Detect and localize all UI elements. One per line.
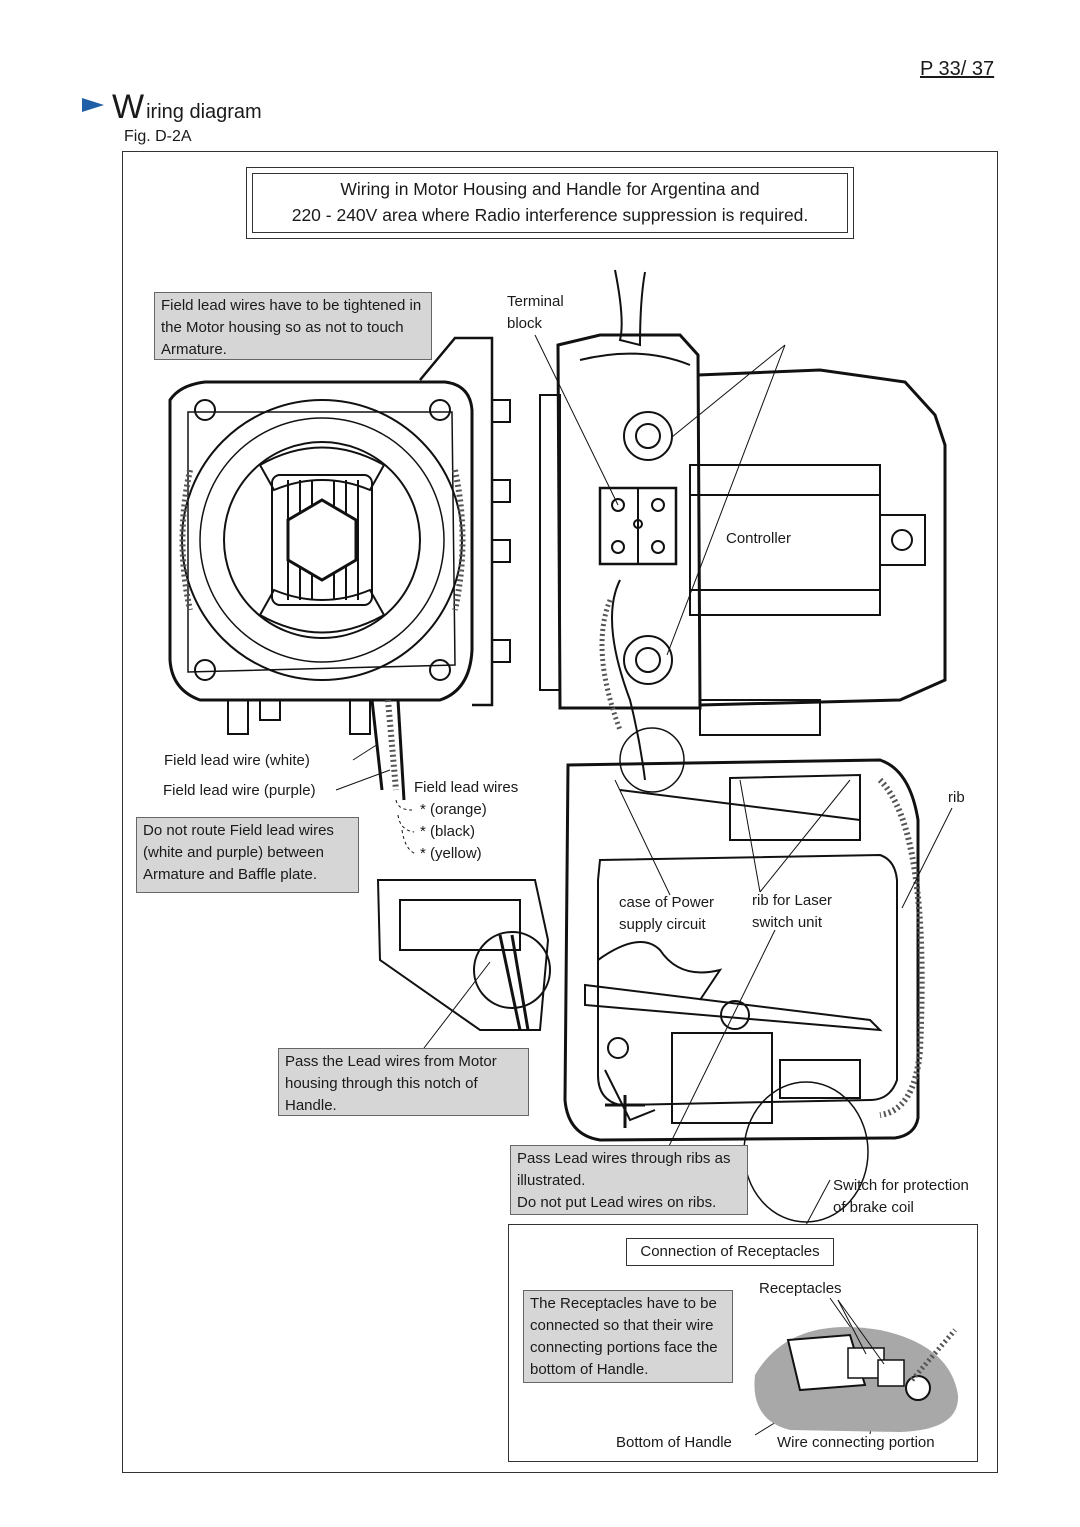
label-orange: * (orange) — [420, 801, 487, 818]
title-line-1: Wiring in Motor Housing and Handle for A… — [340, 179, 760, 199]
label-field-lead-wires: Field lead wires — [414, 779, 519, 796]
note-do-not-route: Do not route Field lead wires (white and… — [136, 817, 359, 893]
notch-detail-drawing — [376, 879, 551, 1031]
label-rib: rib — [948, 789, 965, 806]
page-number: P 33/ 37 — [920, 58, 995, 80]
note-pass-lead-notch: Pass the Lead wires from Motor housing t… — [278, 1048, 529, 1116]
label-bottom-of-handle: Bottom of Handle — [616, 1434, 732, 1451]
label-black: * (black) — [420, 823, 476, 840]
note-field-lead-tightened: Field lead wires have to be tightened in… — [154, 292, 432, 360]
note-receptacles: The Receptacles have to be connected so … — [523, 1290, 733, 1383]
note-pass-lead-ribs: Pass Lead wires through ribs as illustra… — [510, 1145, 748, 1215]
receptacles-title: Connection of Receptacles — [626, 1238, 834, 1266]
label-switch-brake-2: of brake coil — [833, 1199, 914, 1216]
label-terminal: Terminal — [507, 293, 564, 310]
label-case-power-1: case of Power — [619, 894, 715, 911]
label-receptacles: Receptacles — [759, 1280, 842, 1297]
label-controller: Controller — [726, 530, 792, 547]
heading-text: iring diagram — [146, 101, 262, 123]
arrow-icon — [82, 98, 104, 112]
label-case-power-2: supply circuit — [619, 916, 706, 933]
label-switch-brake-1: Switch for protection — [833, 1177, 969, 1194]
leader-lines — [335, 334, 953, 1436]
note-pass-lead-ribs-line2: Do not put Lead wires on ribs. — [517, 1194, 717, 1211]
heading-first-letter: W — [112, 88, 145, 126]
controller-unit-drawing — [539, 269, 947, 781]
figure-frame — [122, 151, 998, 1473]
section-heading: W iring diagram — [82, 88, 262, 127]
receptacle-illustration — [754, 1299, 959, 1432]
label-field-lead-purple: Field lead wire (purple) — [163, 782, 316, 799]
note-pass-lead-ribs-line1: Pass Lead wires through ribs as illustra… — [517, 1150, 731, 1189]
receptacles-box — [508, 1224, 978, 1462]
handle-drawing — [563, 758, 925, 1142]
motor-housing-drawing — [168, 336, 511, 801]
label-yellow: * (yellow) — [420, 845, 482, 862]
label-rib-laser-2: switch unit — [752, 914, 823, 931]
figure-label: Fig. D-2A — [124, 128, 192, 145]
label-field-lead-white: Field lead wire (white) — [164, 752, 310, 769]
label-wire-connecting-portion: Wire connecting portion — [777, 1434, 935, 1451]
label-rib-laser-1: rib for Laser — [752, 892, 833, 909]
label-block: block — [507, 315, 543, 332]
title-box: Wiring in Motor Housing and Handle for A… — [246, 167, 854, 239]
title-line-2: 220 - 240V area where Radio interference… — [291, 205, 809, 225]
